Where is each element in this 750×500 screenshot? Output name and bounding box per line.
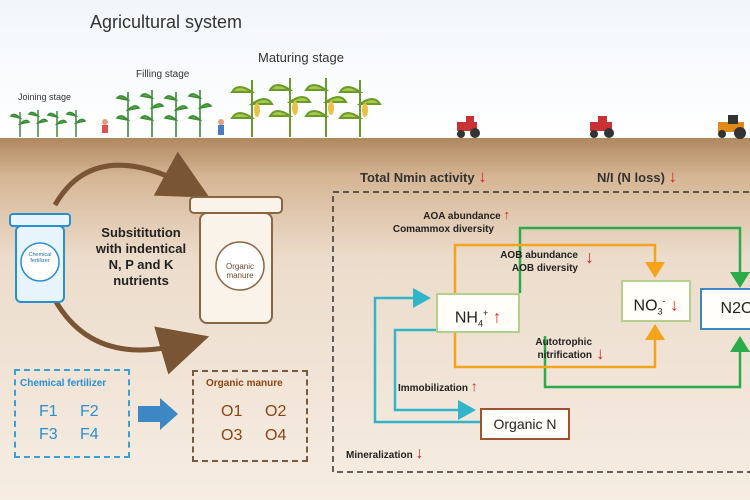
green-loop-bottom xyxy=(543,336,742,389)
maturing-stage-corn xyxy=(230,78,382,137)
curved-arrow-bottom xyxy=(52,298,210,375)
organic-manure-bag xyxy=(189,196,283,324)
tractor-2 xyxy=(590,116,614,138)
tractor-3 xyxy=(718,115,746,139)
chemical-fertilizer-group xyxy=(14,369,130,458)
organic-bag-label: Organic manure xyxy=(225,262,254,280)
green-loop-top xyxy=(518,226,742,293)
chemical-group-title: Chemical fertilizer xyxy=(20,378,107,389)
maturing-stage-label: Maturing stage xyxy=(258,50,344,65)
aoa-line-1: AOA abundance ↑ xyxy=(423,207,511,222)
decrease-arrow-icon: ↓ xyxy=(596,344,605,363)
treatment-code: F4 xyxy=(80,426,99,443)
substitution-text: Subsititution with indentical N, P and K… xyxy=(80,225,202,289)
n-cycle-panel-border xyxy=(332,191,750,473)
aob-line-2: AOB diversity xyxy=(511,263,578,274)
orange-loop-top xyxy=(453,243,657,293)
filling-stage-label: Filling stage xyxy=(136,69,190,80)
auto-line-2: nitrification xyxy=(537,350,592,361)
decrease-arrow-icon: ↓ xyxy=(585,247,594,267)
n-loss-heading: N/I (N loss) ↓ xyxy=(597,167,677,187)
curved-arrow-top xyxy=(52,151,210,207)
aoa-label: AOA abundance ↑ Comammox diversity xyxy=(340,208,510,236)
aob-line-1: AOB abundance xyxy=(500,250,578,261)
increase-arrow-icon: ↑ xyxy=(492,307,502,327)
treatment-code: O1 xyxy=(221,403,243,420)
substitution-line-2: with indentical xyxy=(95,241,187,256)
treatment-code: F3 xyxy=(39,426,58,443)
organic-manure-group xyxy=(192,370,308,462)
treatment-code: O4 xyxy=(265,427,287,444)
immobilization-label: Immobilization ↑ xyxy=(398,378,478,394)
joining-stage-label: Joining stage xyxy=(18,92,72,102)
chemical-fertilizer-bag xyxy=(9,213,71,303)
treatment-code: O3 xyxy=(221,427,243,444)
n-loss-heading-text: N/I (N loss) xyxy=(597,170,665,185)
aob-label: AOB abundance AOB diversity xyxy=(440,249,578,275)
nmin-heading-text: Total Nmin activity xyxy=(360,170,475,185)
organic-group-title: Organic manure xyxy=(206,378,283,389)
chemical-bag-label: Chemical fertilizer xyxy=(28,252,52,264)
joining-stage-plants xyxy=(9,110,87,137)
blue-block-arrow xyxy=(138,398,178,430)
nitrous-oxide-node: N2O xyxy=(700,288,750,330)
system-title: Agricultural system xyxy=(90,12,243,32)
nitrate-node: NO3- ↓ xyxy=(621,280,691,322)
treatment-code: F2 xyxy=(80,403,99,420)
orange-loop-bottom xyxy=(453,328,657,369)
nmin-activity-heading: Total Nmin activity ↓ xyxy=(360,167,487,187)
aoa-line-2: Comammox diversity xyxy=(392,224,494,235)
substitution-line-1: Subsititution xyxy=(101,225,181,240)
filling-stage-plants xyxy=(115,90,213,137)
decrease-arrow-icon: ↓ xyxy=(478,167,487,186)
auto-line-1: Autotrophic xyxy=(535,337,592,348)
tractor-1 xyxy=(457,116,480,138)
substitution-line-4: nutrients xyxy=(113,273,169,288)
decrease-arrow-icon: ↓ xyxy=(415,445,424,462)
autotrophic-nitrification-label: Autotrophic nitrification xyxy=(480,336,592,362)
sky-background xyxy=(0,0,750,138)
teal-loop-immobilization xyxy=(373,296,481,424)
substitution-line-3: N, P and K xyxy=(108,257,174,272)
farmer-figures xyxy=(102,119,224,135)
organic-n-node: Organic N xyxy=(480,408,570,440)
mineralization-label: Mineralization ↓ xyxy=(346,445,424,462)
increase-arrow-icon: ↑ xyxy=(470,378,478,394)
decrease-arrow-icon: ↓ xyxy=(668,167,678,186)
decrease-arrow-icon: ↓ xyxy=(669,295,679,315)
treatment-code: O2 xyxy=(265,403,287,420)
treatment-code: F1 xyxy=(39,403,58,420)
ammonium-node: NH4+ ↑ xyxy=(436,293,520,333)
teal-loop-mineralization xyxy=(393,328,465,412)
increase-arrow-icon: ↑ xyxy=(503,207,511,222)
